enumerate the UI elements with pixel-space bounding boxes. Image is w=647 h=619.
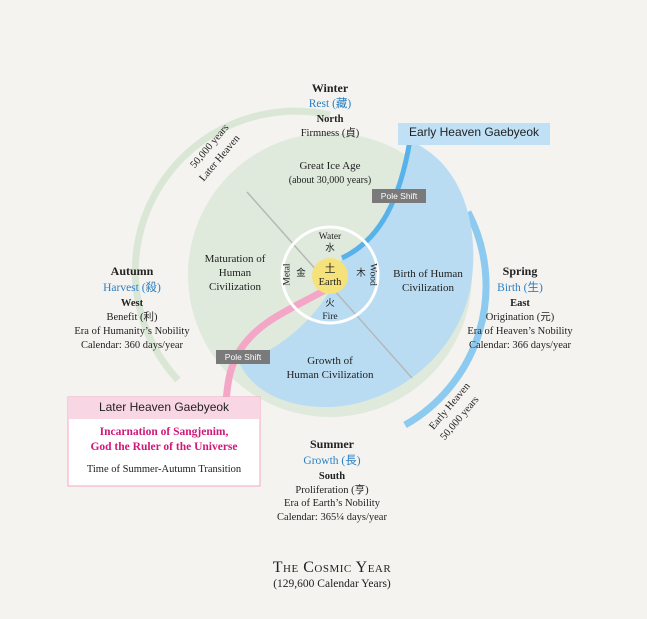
ice-age-title: Great Ice Age	[299, 160, 361, 172]
maturation-line2: Human	[218, 267, 252, 279]
summer-season: Summer	[310, 437, 354, 451]
spring-calendar: Calendar: 366 days/year	[468, 340, 572, 351]
incarnation-line2: God the Ruler of the Universe	[90, 441, 238, 453]
pole-shift-bottom: Pole Shift	[224, 352, 262, 362]
early-box-bg	[398, 123, 550, 145]
maturation-line3: Civilization	[209, 281, 261, 293]
transition-note: Time of Summer-Autumn Transition	[86, 464, 242, 475]
later-box-header	[68, 397, 260, 419]
fire-label: Fire	[322, 312, 338, 322]
spring-season: Spring	[502, 264, 538, 278]
spring-direction: East	[510, 298, 530, 309]
later-heaven-arc	[131, 107, 331, 383]
birth-line1: Birth of Human	[393, 268, 463, 280]
water-hanja: 水	[325, 244, 335, 254]
pole-shift-tag-bottom	[216, 350, 270, 364]
birth-line2: Civilization	[402, 282, 454, 294]
summer-principle: Growth (長)	[303, 455, 361, 467]
winter-direction: North	[316, 114, 344, 125]
autumn-season: Autumn	[110, 264, 154, 278]
spring-era: Era of Heaven’s Nobility	[467, 326, 573, 337]
summer-virtue: Proliferation (亨)	[295, 485, 369, 496]
wood-label: Wood	[367, 263, 378, 286]
ice-age-duration: (about 30,000 years)	[288, 175, 372, 186]
winter-virtue: Firmness (貞)	[300, 128, 360, 139]
metal-hanja: 金	[296, 269, 306, 279]
winter-principle: Rest (藏)	[308, 98, 352, 110]
autumn-direction: West	[120, 298, 144, 309]
pole-shift-top: Pole Shift	[380, 191, 418, 201]
maturation-line1: Maturation of	[204, 253, 266, 265]
later-heaven-spiral	[222, 286, 327, 401]
water-label: Water	[318, 232, 342, 242]
spring-principle: Birth (生)	[497, 282, 543, 294]
autumn-principle: Harvest (殺)	[103, 282, 161, 294]
later-gaebyeok-title: Later Heaven Gaebyeok	[98, 400, 230, 414]
growth-line1: Growth of	[307, 355, 353, 367]
pole-shift-tag-top	[372, 189, 426, 203]
summer-era: Era of Earth’s Nobility	[284, 498, 380, 509]
early-heaven-spiral	[340, 139, 413, 261]
fire-hanja: 火	[325, 299, 335, 309]
summer-direction: South	[318, 471, 346, 482]
spring-virtue: Origination (元)	[485, 312, 555, 323]
winter-season: Winter	[311, 81, 349, 95]
growth-line2: Human Civilization	[286, 369, 374, 381]
autumn-era: Era of Humanity’s Nobility	[74, 326, 190, 337]
inner-ring	[280, 225, 380, 325]
footer-subtitle: (129,600 Calendar Years)	[273, 578, 391, 590]
early-heaven-arc	[403, 210, 490, 429]
earth-center	[312, 258, 348, 294]
earth-hanja: 土	[324, 263, 336, 275]
earth-label: Earth	[318, 277, 342, 288]
autumn-calendar: Calendar: 360 days/year	[80, 340, 184, 351]
autumn-virtue: Benefit (利)	[106, 312, 158, 323]
summer-calendar: Calendar: 365¼ days/year	[277, 512, 387, 523]
early-gaebyeok-title: Early Heaven Gaebyeok	[408, 125, 540, 139]
incarnation-line1: Incarnation of Sangjenim,	[99, 426, 229, 438]
early-heaven-region	[238, 140, 474, 408]
wood-hanja: 木	[356, 269, 366, 279]
footer-title: The Cosmic Year	[272, 559, 392, 576]
